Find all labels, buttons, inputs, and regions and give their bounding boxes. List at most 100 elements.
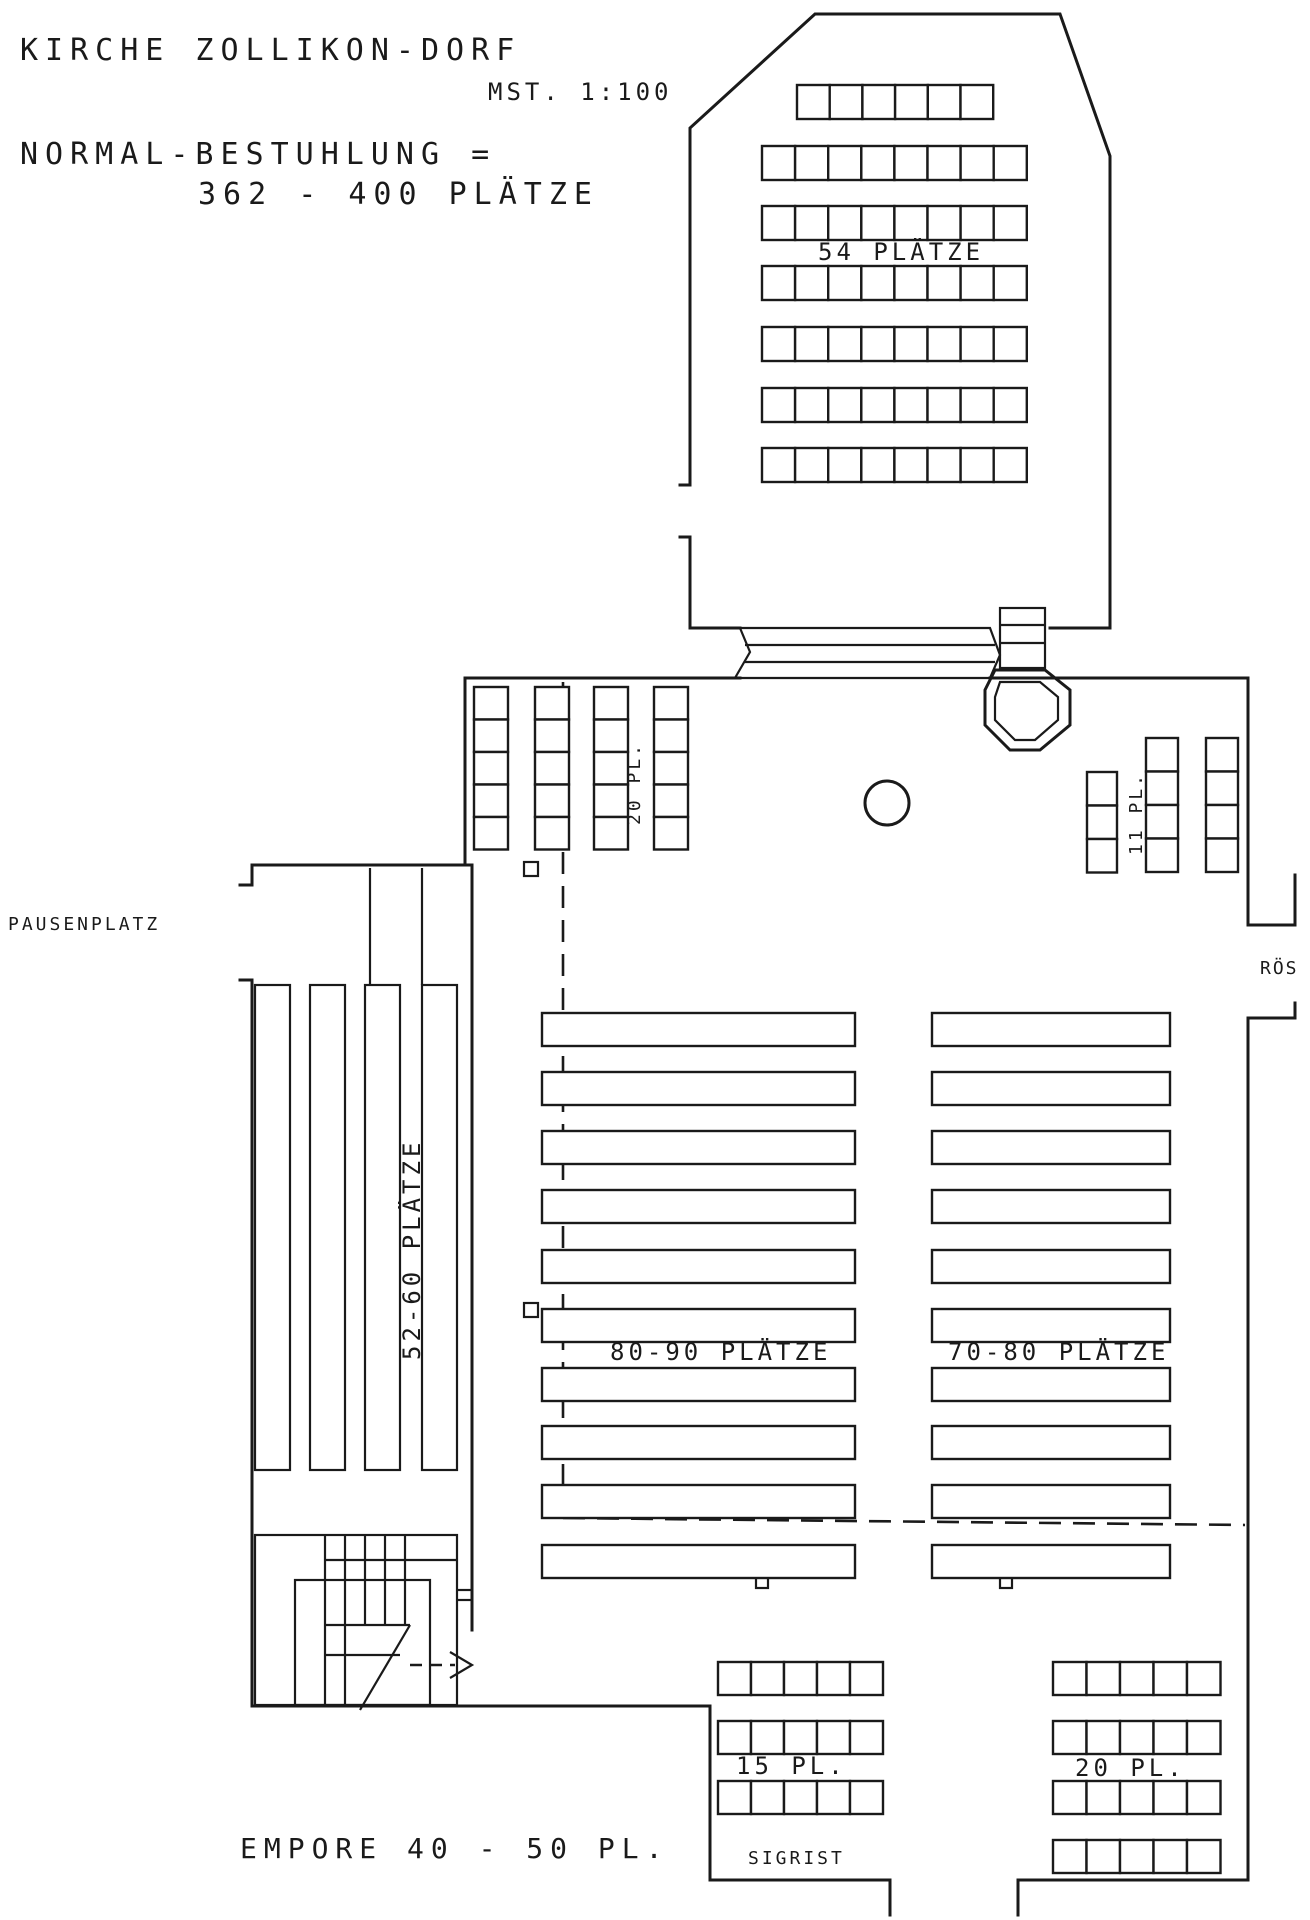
- front-left-seat: [533, 783, 571, 819]
- choir-seat: [992, 446, 1029, 484]
- bottom-left-seat: [782, 1719, 819, 1756]
- choir-seat: [760, 144, 797, 182]
- choir-seat: [893, 144, 929, 182]
- choir-seat: [827, 446, 863, 484]
- choir-seat: [793, 446, 830, 484]
- nave-left-pew: [540, 1188, 857, 1225]
- front-left-seat: [472, 750, 510, 786]
- choir-seat: [827, 144, 863, 182]
- nave-right-capacity-label: 70-80 PLÄTZE: [948, 1338, 1170, 1366]
- choir-seat: [926, 325, 962, 363]
- front-left-seat: [533, 815, 571, 851]
- seating-summary-line2: 362 - 400 PLÄTZE: [198, 177, 599, 212]
- fixtures: [522, 779, 1014, 1590]
- bottom-left-seat: [749, 1779, 786, 1816]
- nave-left-pew: [540, 1011, 857, 1048]
- front-left-seat: [533, 685, 571, 721]
- choir-seat: [959, 144, 995, 182]
- choir-seat: [893, 83, 929, 121]
- bottom-left-seat: [815, 1719, 852, 1756]
- right-front-capacity-label: 11 PL.: [1126, 771, 1147, 855]
- left-front-capacity-label: 20 PL.: [624, 741, 645, 825]
- nave-right-pew: [930, 1248, 1172, 1285]
- front-right-seat: [1204, 803, 1240, 840]
- front-left-seat: [533, 750, 571, 786]
- choir-seat: [793, 144, 830, 182]
- front-left-seat: [592, 750, 630, 786]
- choir-seat: [959, 83, 995, 121]
- front-left-seat: [533, 718, 571, 754]
- pulpit: [983, 668, 1072, 752]
- front-left-seat: [652, 685, 690, 721]
- choir-seat: [992, 264, 1029, 302]
- choir-seat: [860, 446, 896, 484]
- front-left-seat: [652, 750, 690, 786]
- choir-seat: [992, 386, 1029, 424]
- plan-title: KIRCHE ZOLLIKON-DORF: [20, 33, 522, 68]
- bottom-left-seat: [815, 1779, 852, 1816]
- bottom-right-seat: [1051, 1779, 1088, 1816]
- bottom-right-seat: [1051, 1838, 1088, 1875]
- front-left-seat: [592, 718, 630, 754]
- choir-seat: [827, 264, 863, 302]
- nave-left-pew: [540, 1248, 857, 1285]
- bottom-right-seat: [1185, 1779, 1222, 1816]
- front-right-seat: [1085, 804, 1119, 841]
- choir-seat: [793, 204, 830, 242]
- choir-seat: [827, 204, 863, 242]
- choir-seat: [959, 264, 995, 302]
- front-left-seat: [592, 783, 630, 819]
- nave-right-pew: [930, 1070, 1172, 1107]
- choir-seat: [860, 204, 896, 242]
- choir-seat: [760, 264, 797, 302]
- choir-seat: [860, 264, 896, 302]
- nave-left-pew: [540, 1424, 857, 1461]
- choir-seat: [893, 446, 929, 484]
- front-right-seat: [1085, 837, 1119, 874]
- bottom-right-seat: [1118, 1660, 1155, 1697]
- bottom-right-seat: [1051, 1719, 1088, 1756]
- choir-seat: [893, 386, 929, 424]
- front-right-seat: [1204, 770, 1240, 807]
- nave-walls: [238, 676, 1297, 1917]
- choir-seat: [893, 325, 929, 363]
- choir-seat: [992, 204, 1029, 242]
- bottom-right-seat: [1185, 1838, 1222, 1875]
- front-right-seat: [1085, 770, 1119, 807]
- bottom-right-seat: [1152, 1838, 1189, 1875]
- bottom-right-seat: [1185, 1660, 1222, 1697]
- choir-seat: [959, 325, 995, 363]
- nave-right-pew: [930, 1307, 1172, 1344]
- bottom-left-seat: [815, 1660, 852, 1697]
- nave-left-capacity-label: 80-90 PLÄTZE: [610, 1338, 832, 1366]
- choir-seat: [827, 386, 863, 424]
- nave-right-pew: [930, 1188, 1172, 1225]
- bottom-left-seat: [749, 1660, 786, 1697]
- bottom-right-seat: [1118, 1838, 1155, 1875]
- bottom-right-seat: [1085, 1660, 1122, 1697]
- choir-seat: [860, 325, 896, 363]
- plan-scale: MST. 1:100: [488, 78, 673, 106]
- choir-seat: [893, 204, 929, 242]
- choir-seat: [893, 264, 929, 302]
- bottom-right-seat: [1118, 1719, 1155, 1756]
- sigrist-label: SIGRIST: [748, 1848, 845, 1869]
- nave-left-pew: [540, 1307, 857, 1344]
- nave-right-pew: [930, 1543, 1172, 1580]
- bottom-left-seat: [749, 1719, 786, 1756]
- bottom-left-capacity-label: 15 PL.: [736, 1752, 847, 1780]
- choir-seat: [861, 83, 897, 121]
- bottom-left-seat: [848, 1719, 885, 1756]
- side-aisle: [253, 863, 475, 1711]
- choir-seat: [860, 144, 896, 182]
- choir-seat: [926, 264, 962, 302]
- choir-seat: [793, 386, 830, 424]
- bottom-left-seat: [716, 1779, 753, 1816]
- nave-right-pew: [930, 1483, 1172, 1520]
- pausenplatz-label: PAUSENPLATZ: [8, 914, 161, 935]
- choir-seat: [926, 144, 962, 182]
- ros-label: RÖS: [1260, 958, 1299, 979]
- bottom-right-seat: [1185, 1719, 1222, 1756]
- front-left-seat: [652, 815, 690, 851]
